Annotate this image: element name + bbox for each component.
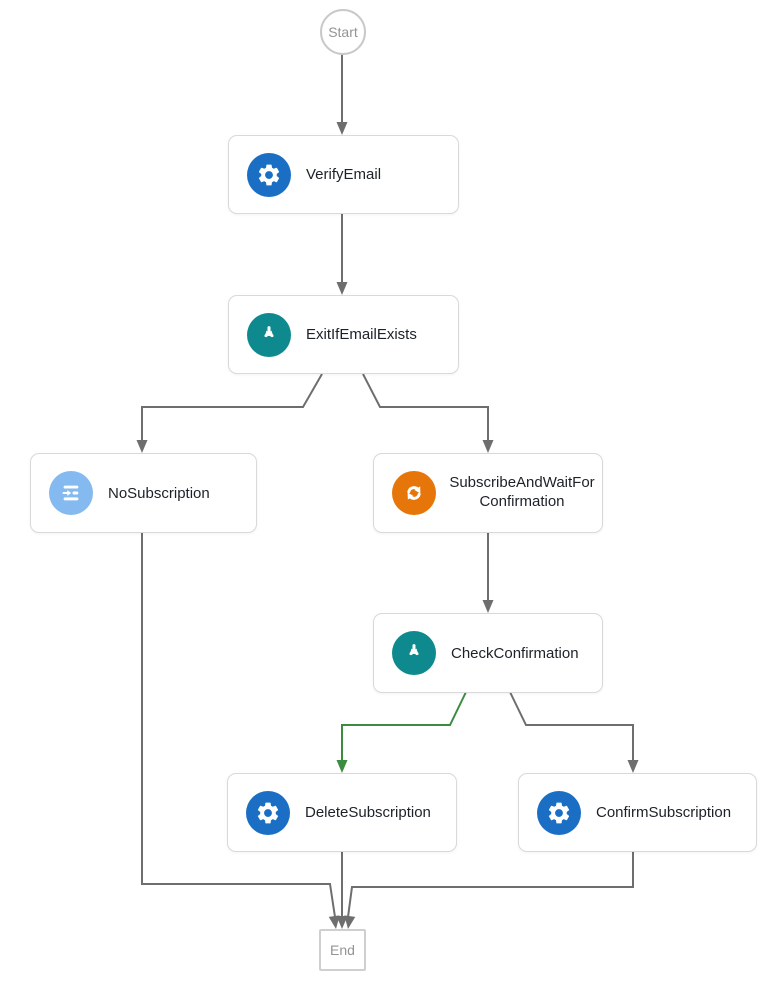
edge-exit-to-subscribeandwait: [362, 373, 489, 440]
arrowhead: [482, 440, 494, 453]
arrowhead: [627, 760, 639, 773]
arrowhead: [136, 440, 148, 453]
gear-icon: [537, 790, 581, 835]
gear-icon: [246, 790, 290, 835]
node-delete-subscription[interactable]: DeleteSubscription: [227, 773, 457, 852]
pass-icon: [49, 471, 93, 515]
arrowhead-green: [336, 760, 348, 773]
node-verify-email[interactable]: VerifyEmail: [228, 135, 459, 214]
node-subscribe-and-wait-for-confirmation[interactable]: SubscribeAndWaitForConfirmation: [373, 453, 603, 533]
node-label: ExitIfEmailExists: [306, 326, 417, 343]
end-label: End: [330, 942, 355, 958]
arrowhead: [328, 915, 340, 929]
node-label: NoSubscription: [108, 484, 210, 502]
branch-icon: [247, 312, 291, 357]
node-label: VerifyEmail: [306, 166, 382, 183]
node-confirm-subscription[interactable]: ConfirmSubscription: [518, 773, 757, 852]
edge-nosubscription-to-end: [141, 533, 336, 918]
end-marker: End: [319, 929, 366, 971]
arrowhead: [482, 600, 494, 613]
node-label: ConfirmSubscription: [596, 804, 732, 821]
start-label: Start: [328, 24, 358, 40]
node-no-subscription[interactable]: NoSubscription: [30, 453, 257, 533]
gear-icon: [247, 152, 291, 197]
branch-icon: [392, 631, 436, 675]
arrowhead: [344, 915, 356, 929]
arrowhead: [336, 122, 348, 135]
arrowhead: [336, 916, 348, 929]
edge-confirmsubscription-to-end: [347, 852, 634, 918]
node-label: DeleteSubscription: [305, 804, 431, 821]
edge-checkconfirmation-to-confirmsubscription: [509, 691, 634, 760]
node-check-confirmation[interactable]: CheckConfirmation: [373, 613, 603, 693]
node-exit-if-email-exists[interactable]: ExitIfEmailExists: [228, 295, 459, 374]
sync-icon: [392, 471, 436, 515]
arrowhead: [336, 282, 348, 295]
start-marker: Start: [320, 9, 366, 55]
edge-exit-to-nosubscription: [141, 373, 323, 440]
node-label: CheckConfirmation: [451, 644, 579, 662]
node-label: SubscribeAndWaitForConfirmation: [449, 474, 595, 510]
edge-checkconfirmation-to-deletesubscription: [341, 691, 467, 760]
